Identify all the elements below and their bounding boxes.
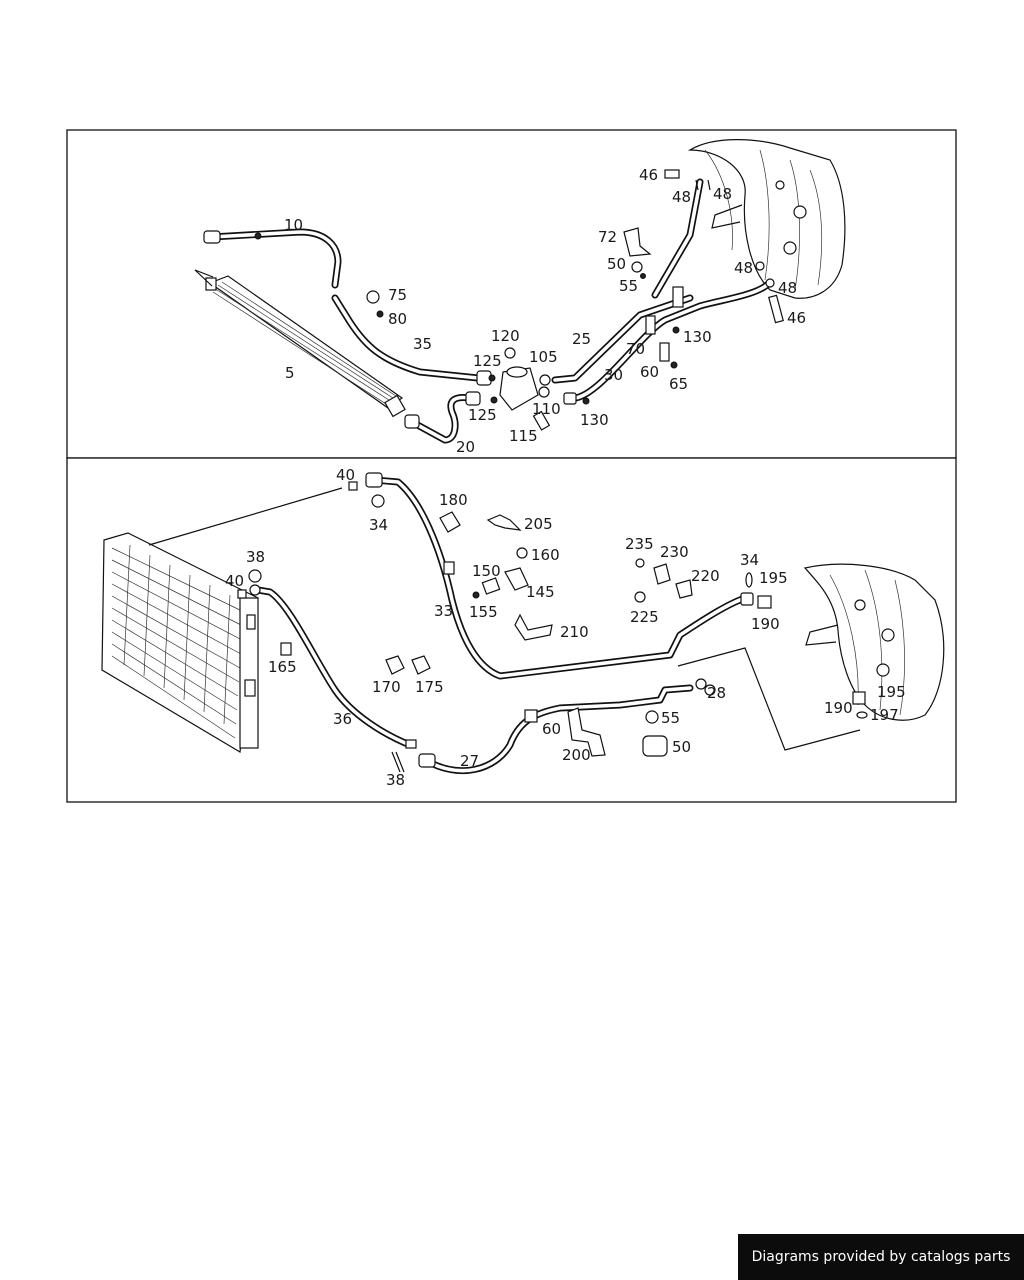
radiator xyxy=(101,487,343,753)
callout-label: 195 xyxy=(759,569,788,587)
callout-label: 160 xyxy=(531,546,560,564)
oil-lines-25-30 xyxy=(551,178,774,405)
callout-label: 20 xyxy=(456,438,475,456)
callout-label: 30 xyxy=(604,366,623,384)
callout-label: 48 xyxy=(713,185,732,203)
callout-label: 27 xyxy=(460,752,479,770)
callout-label: 235 xyxy=(625,535,654,553)
callout-label: 145 xyxy=(526,583,555,601)
callout-label: 48 xyxy=(778,279,797,297)
callout-label: 120 xyxy=(491,327,520,345)
callout-label: 225 xyxy=(630,608,659,626)
callout-label: 33 xyxy=(434,602,453,620)
callout-label: 220 xyxy=(691,567,720,585)
callout-label: 170 xyxy=(372,678,401,696)
callout-label: 65 xyxy=(669,375,688,393)
callout-label: 36 xyxy=(333,710,352,728)
callout-label: 46 xyxy=(787,309,806,327)
transmission-housing-top xyxy=(687,139,846,299)
callout-label: 38 xyxy=(386,771,405,789)
callout-label: 195 xyxy=(877,683,906,701)
brackets-bottom xyxy=(385,511,716,757)
callout-label: 60 xyxy=(542,720,561,738)
callout-label: 230 xyxy=(660,543,689,561)
callout-label: 105 xyxy=(529,348,558,366)
callout-label: 60 xyxy=(640,363,659,381)
bottom-callout-labels: 40 34 180 205 160 150 145 155 33 210 38 … xyxy=(225,466,906,789)
callout-label: 38 xyxy=(246,548,265,566)
callout-label: 175 xyxy=(415,678,444,696)
callout-label: 72 xyxy=(598,228,617,246)
callout-label: 200 xyxy=(562,746,591,764)
oil-line-33 xyxy=(348,472,772,680)
callout-label: 125 xyxy=(468,406,497,424)
brackets-top xyxy=(623,169,784,369)
callout-label: 130 xyxy=(683,328,712,346)
oil-line-20 xyxy=(404,391,481,444)
callout-label: 150 xyxy=(472,562,501,580)
callout-label: 48 xyxy=(672,188,691,206)
top-callout-labels: 10 5 35 75 80 20 125 120 105 125 110 115… xyxy=(284,166,806,456)
oil-line-35 xyxy=(331,290,492,386)
callout-label: 70 xyxy=(626,340,645,358)
callout-label: 40 xyxy=(225,572,244,590)
thermostat-valve-105 xyxy=(488,347,551,431)
callout-label: 180 xyxy=(439,491,468,509)
callout-label: 190 xyxy=(751,615,780,633)
callout-label: 190 xyxy=(824,699,853,717)
callout-label: 34 xyxy=(369,516,388,534)
callout-label: 50 xyxy=(672,738,691,756)
callout-label: 110 xyxy=(532,400,561,418)
oil-line-27 xyxy=(418,647,861,775)
credit-banner: Diagrams provided by catalogs parts xyxy=(738,1234,1024,1280)
callout-label: 130 xyxy=(580,411,609,429)
callout-label: 10 xyxy=(284,216,303,234)
callout-label: 35 xyxy=(413,335,432,353)
callout-label: 115 xyxy=(509,427,538,445)
callout-label: 28 xyxy=(707,684,726,702)
oil-cooler xyxy=(194,269,406,418)
callout-label: 46 xyxy=(639,166,658,184)
callout-label: 210 xyxy=(560,623,589,641)
oil-line-36 xyxy=(237,569,417,773)
callout-label: 165 xyxy=(268,658,297,676)
callout-label: 55 xyxy=(661,709,680,727)
callout-label: 50 xyxy=(607,255,626,273)
callout-label: 80 xyxy=(388,310,407,328)
callout-label: 55 xyxy=(619,277,638,295)
callout-label: 40 xyxy=(336,466,355,484)
callout-label: 34 xyxy=(740,551,759,569)
transmission-housing-bottom xyxy=(803,563,945,721)
callout-label: 197 xyxy=(870,706,899,724)
callout-label: 48 xyxy=(734,259,753,277)
callout-label: 205 xyxy=(524,515,553,533)
callout-label: 125 xyxy=(473,352,502,370)
oil-line-10 xyxy=(203,228,342,289)
callout-label: 75 xyxy=(388,286,407,304)
callout-label: 25 xyxy=(572,330,591,348)
callout-label: 155 xyxy=(469,603,498,621)
callout-label: 5 xyxy=(285,364,295,382)
